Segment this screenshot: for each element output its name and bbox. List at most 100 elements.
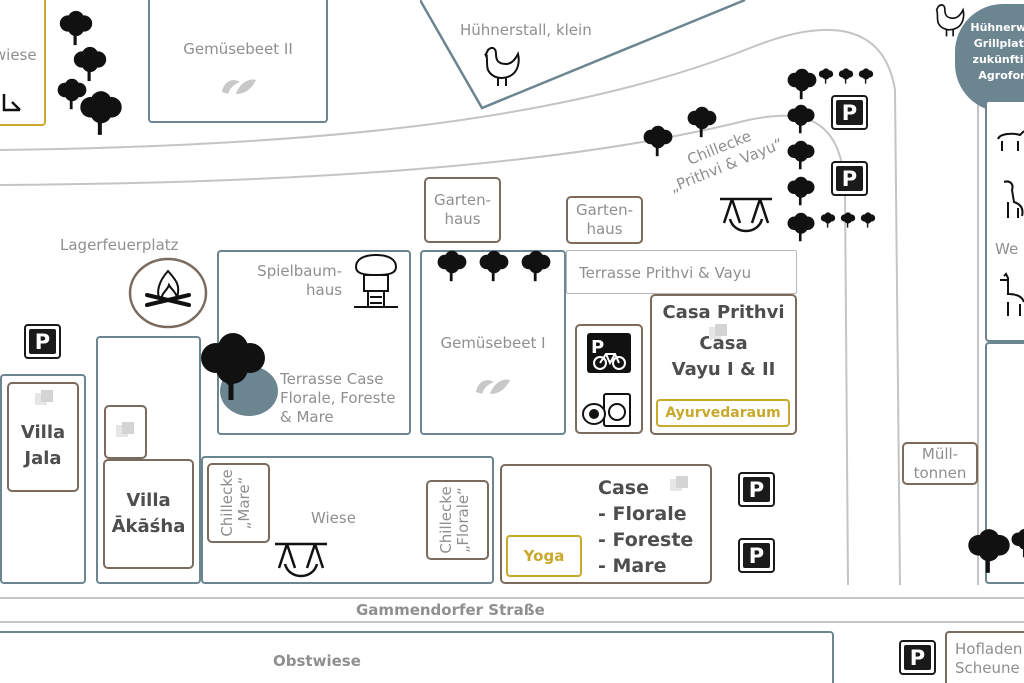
tree-icon xyxy=(1011,528,1024,558)
bike-parking-icon: P xyxy=(587,333,631,373)
label-line: - Mare xyxy=(598,555,667,577)
zone-hofladen xyxy=(945,631,1024,683)
parking-sign: P xyxy=(738,472,775,507)
label-wiese-top: twiese xyxy=(0,46,37,64)
label-line: Hofladen xyxy=(955,640,1023,658)
label-line: Florale, Foreste xyxy=(280,389,396,407)
zone-gemuesebeet-2 xyxy=(148,0,328,123)
label-street: Gammendorfer Straße xyxy=(356,601,545,619)
leaf-icon xyxy=(476,379,510,394)
tree-icon xyxy=(968,529,1010,573)
tree-icon xyxy=(840,212,856,228)
label-line: haus xyxy=(306,281,343,299)
label-line: - Foreste xyxy=(598,529,694,551)
label-case: Case - Florale - Foreste - Mare xyxy=(598,475,693,579)
swing-icon xyxy=(275,542,327,578)
tree-icon xyxy=(787,212,815,242)
room-yoga: Yoga xyxy=(506,535,582,577)
tree-icon xyxy=(787,140,815,170)
laundry-icon xyxy=(582,393,631,427)
zone-huehnerstall xyxy=(420,0,760,110)
label-line: Ākāśha xyxy=(111,516,186,537)
label-line: Case xyxy=(598,477,649,499)
label-obstwiese: Obstwiese xyxy=(273,652,361,670)
tree-icon xyxy=(80,91,122,135)
chicken-icon xyxy=(935,4,965,37)
label-casa-prithvi: Casa Prithvi xyxy=(662,302,785,323)
building-villa-akasha: Villa Ākāśha xyxy=(103,459,194,569)
label-line: Terrasse Case xyxy=(280,370,384,388)
label-chillecke-mare: Chillecke „Mare“ xyxy=(218,463,257,543)
parking-letter: P xyxy=(904,645,931,670)
building-gartenhaus-1: Garten- haus xyxy=(424,177,501,243)
label-line: tonnen xyxy=(913,463,967,482)
label-spielbaumhaus: Spielbaum- haus xyxy=(248,262,342,300)
building-chillecke-florale xyxy=(426,480,489,560)
label-huehnerstall: Hühnerstall, klein xyxy=(460,21,592,39)
tree-icon xyxy=(73,46,107,82)
label-casa-vayu: Casa Vayu I & II xyxy=(672,331,776,383)
tree-icon xyxy=(201,333,265,400)
svg-text:P: P xyxy=(591,337,604,358)
parking-letter: P xyxy=(836,166,863,191)
label-line: - Florale xyxy=(598,503,687,525)
chair-icon xyxy=(2,94,21,112)
tree-icon xyxy=(59,10,93,46)
label-line: haus xyxy=(444,210,481,228)
campfire-icon xyxy=(128,257,208,329)
building-icon xyxy=(709,324,727,339)
tree-icon xyxy=(479,250,509,282)
label-line: Vayu I & II xyxy=(671,359,776,380)
label-we-partial: We xyxy=(995,240,1019,258)
parking-letter: P xyxy=(836,100,863,125)
tree-icon xyxy=(437,250,467,282)
goat-icon xyxy=(997,130,1024,151)
label-lagerfeuerplatz: Lagerfeuerplatz xyxy=(60,236,179,254)
parking-sign: P xyxy=(831,95,868,130)
label-chillecke-florale: Chillecke „Florale“ xyxy=(437,480,476,560)
building-icon xyxy=(116,422,134,437)
zone-animal-pasture xyxy=(985,100,1024,342)
tree-icon xyxy=(787,176,815,206)
chicken-icon xyxy=(484,46,520,86)
badge-huehnerweide xyxy=(955,4,1024,112)
tree-icon xyxy=(787,104,815,134)
tree-icon xyxy=(521,250,551,282)
tree-icon xyxy=(860,212,876,228)
treehouse-icon xyxy=(354,253,398,308)
room-ayurvedaraum: Ayurvedaraum xyxy=(656,399,790,427)
label-wiese-mid: Wiese xyxy=(311,509,356,527)
label-line: & Mare xyxy=(280,408,334,426)
tree-icon xyxy=(687,106,717,138)
badge-line: Agrofor xyxy=(978,69,1024,82)
leaf-icon xyxy=(222,79,256,94)
tree-icon xyxy=(858,68,874,84)
label-terrasse-pv: Terrasse Prithvi & Vayu xyxy=(579,264,752,282)
parking-letter: P xyxy=(29,329,56,354)
label-line: haus xyxy=(586,220,623,238)
label-gemuesebeet-2: Gemüsebeet II xyxy=(183,40,293,58)
label-hofladen: Hofladen Scheune xyxy=(955,640,1022,678)
label-gemuesebeet-1: Gemüsebeet I xyxy=(440,334,546,352)
label-line: Jala xyxy=(24,448,62,469)
parking-letter: P xyxy=(743,477,770,502)
label-line: Müll- xyxy=(921,444,959,463)
label-line: Garten- xyxy=(433,191,491,209)
label-line: Chillecke xyxy=(437,486,455,554)
zone-obstwiese xyxy=(0,631,834,683)
tree-icon xyxy=(787,68,817,100)
label-line: „Mare“ xyxy=(235,476,253,530)
label-line: Villa xyxy=(126,490,171,511)
building-gartenhaus-2: Garten- haus xyxy=(566,196,643,244)
label-line: Garten- xyxy=(575,201,633,219)
parking-letter: P xyxy=(743,543,770,568)
building-chillecke-mare xyxy=(207,463,270,543)
parking-sign: P xyxy=(831,161,868,196)
tree-icon xyxy=(818,68,834,84)
badge-line: Hühnerwe xyxy=(970,21,1024,34)
zone-terrasse-pv xyxy=(566,250,797,294)
tree-icon xyxy=(57,78,87,110)
